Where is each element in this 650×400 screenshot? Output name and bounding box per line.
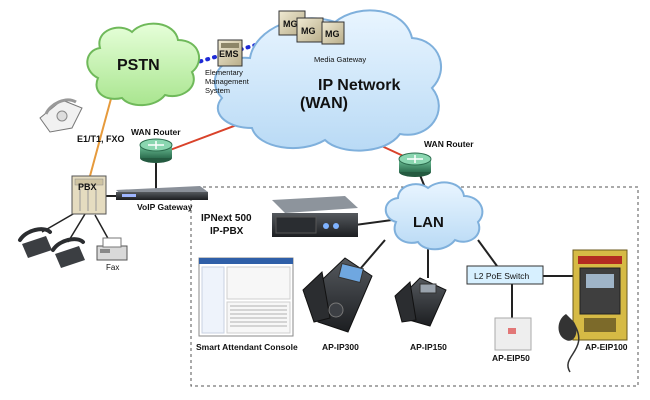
ems-caption-3: System: [205, 86, 230, 95]
ip-pbx-label: IP-PBX: [210, 226, 244, 237]
ip-network-cloud: IP Network (WAN): [213, 9, 442, 152]
wan-router-right-label: WAN Router: [424, 139, 474, 149]
ap-ip150-label: AP-IP150: [410, 342, 447, 352]
ipnext-label: IPNext 500: [201, 213, 252, 224]
wan-router-left-icon: [139, 138, 173, 163]
desk-phone-1-icon: [18, 227, 52, 258]
media-gateway-stack: MG MG MG: [278, 10, 345, 45]
l2-poe-switch-box: [466, 265, 544, 285]
pstn-cloud: PSTN: [86, 22, 201, 107]
smart-attendant-label: Smart Attendant Console: [196, 342, 298, 352]
l2-poe-switch-label: L2 PoE Switch: [474, 271, 530, 281]
ap-eip50-intercom: [494, 317, 532, 351]
wan-router-right-icon: [398, 152, 432, 177]
attendant-console-screenshot: [198, 257, 294, 337]
ip-network-label: IP Network: [318, 77, 401, 94]
pstn-label: PSTN: [117, 57, 160, 74]
fax-label: Fax: [106, 263, 119, 272]
analog-phone-icon: [39, 98, 83, 133]
ems-caption-2: Management: [205, 77, 250, 86]
ems-server: EMS: [217, 39, 243, 67]
lan-cloud: LAN: [384, 181, 484, 251]
pbx-label: PBX: [78, 182, 97, 192]
e1-t1-fxo-label: E1/T1, FXO: [77, 134, 125, 144]
ap-ip300-phone: [302, 257, 373, 333]
voip-gateway-device: [116, 186, 208, 200]
lan-label: LAN: [413, 214, 444, 231]
lan-to-switch-link: [477, 239, 498, 267]
voip-gateway-label: VoIP Gateway: [137, 202, 193, 212]
ipnext-500-server: [272, 196, 358, 237]
pbx-phone-2-link: [67, 213, 86, 243]
ems-caption-1: Elementary: [205, 68, 243, 77]
desk-phone-2-icon: [51, 237, 85, 268]
ap-eip100-label: AP-EIP100: [585, 342, 628, 352]
wan-label: (WAN): [300, 95, 348, 112]
wan-router-left-label: WAN Router: [131, 127, 181, 137]
mg-label-1: MG: [283, 19, 298, 29]
ap-eip100-terminal: [558, 249, 628, 373]
ems-label: EMS: [219, 49, 239, 59]
ap-eip50-label: AP-EIP50: [492, 353, 530, 363]
pbx-cabinet: PBX: [71, 175, 107, 215]
fax-machine-icon: [96, 237, 128, 261]
ap-ip300-label: AP-IP300: [322, 342, 359, 352]
lan-to-ippbx-link: [354, 219, 393, 226]
mg-label-2: MG: [301, 26, 316, 36]
media-gateway-label: Media Gateway: [314, 55, 366, 64]
mg-label-3: MG: [325, 29, 340, 39]
ap-ip150-phone: [394, 277, 447, 327]
